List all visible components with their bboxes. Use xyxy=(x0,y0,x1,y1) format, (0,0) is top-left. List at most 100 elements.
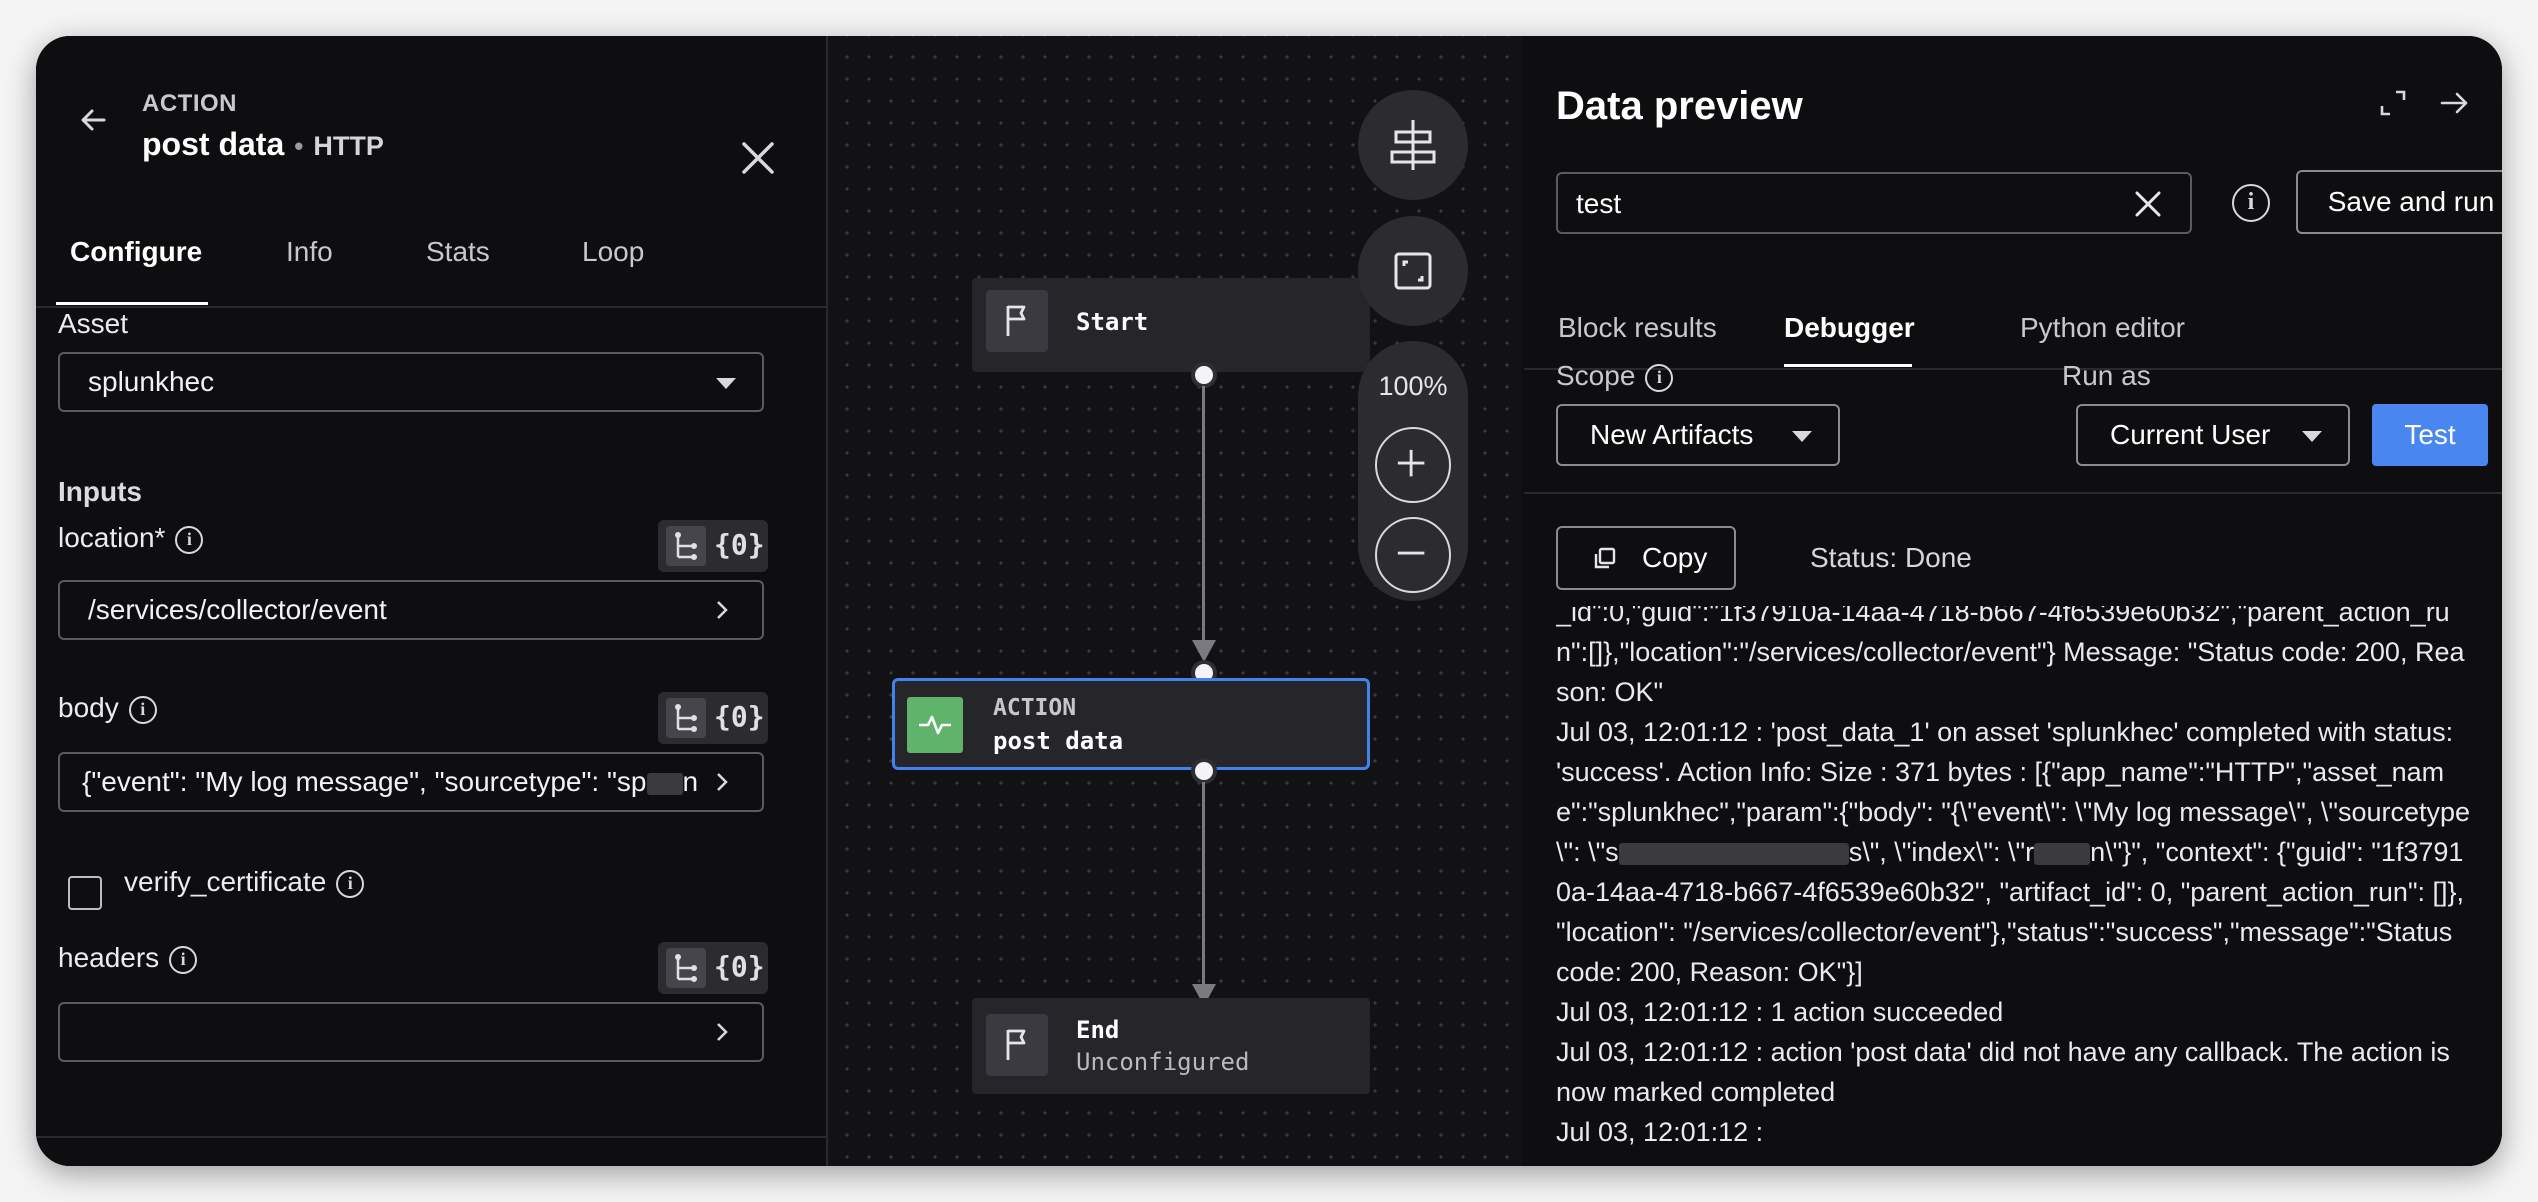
scope-label-text: Scope xyxy=(1556,360,1636,391)
chevron-right-icon xyxy=(717,773,728,791)
log-line: Jul 03, 12:01:12 : 'post_data_1' on asse… xyxy=(1556,712,2472,992)
tab-block-results[interactable]: Block results xyxy=(1558,312,1717,343)
location-tools: {0} xyxy=(658,520,768,572)
tab-python-editor[interactable]: Python editor xyxy=(2020,312,2185,343)
inputs-heading: Inputs xyxy=(58,476,142,507)
body-value: {"event": "My log message", "sourcetype"… xyxy=(82,766,647,797)
datapath-tree-icon[interactable] xyxy=(666,948,706,988)
headers-field[interactable] xyxy=(58,1002,764,1062)
redacted-mask xyxy=(1618,842,1849,865)
fit-screen-icon xyxy=(1394,252,1432,290)
log-line-part: Jul 03, 12:01:12 : 'post_data_1' on asse… xyxy=(1556,717,2471,867)
edge-start-action xyxy=(1202,386,1205,648)
start-output-port[interactable] xyxy=(1191,362,1217,388)
body-label-text: body xyxy=(58,692,119,723)
action-node-post-data[interactable]: ACTION post data xyxy=(892,678,1370,770)
zoom-in-button[interactable] xyxy=(1375,427,1451,503)
tab-stats[interactable]: Stats xyxy=(426,236,490,267)
verify-label-text: verify_certificate xyxy=(124,866,327,897)
test-button[interactable]: Test xyxy=(2372,404,2488,466)
redacted-mask xyxy=(2034,842,2091,865)
config-tabs: Configure Info Stats Loop xyxy=(36,206,826,308)
save-and-run-button[interactable]: Save and run xyxy=(2296,170,2502,234)
run-as-value: Current User xyxy=(2110,419,2271,450)
location-value: /services/collector/event xyxy=(88,594,387,625)
back-arrow-icon[interactable] xyxy=(72,98,116,142)
end-node[interactable]: End Unconfigured xyxy=(972,998,1370,1094)
log-line-part: n\"}", "context": {"guid": "1f37910a-14a… xyxy=(1556,837,2465,987)
redacted-mask xyxy=(646,772,683,795)
parameter-braces-button[interactable]: {0} xyxy=(714,528,765,561)
app-window: ACTION post data•HTTP Configure Info Sta… xyxy=(36,36,2502,1166)
minus-icon xyxy=(1397,551,1425,555)
arrow-right-icon[interactable] xyxy=(2438,86,2472,120)
datapath-tree-icon[interactable] xyxy=(666,698,706,738)
plus-icon xyxy=(1397,449,1425,477)
data-preview-panel: Data preview i Save and run Block result… xyxy=(1524,36,2502,1166)
asset-value: splunkhec xyxy=(88,366,215,397)
test-input[interactable] xyxy=(1574,180,2098,228)
tab-info[interactable]: Info xyxy=(286,236,333,267)
activity-icon xyxy=(907,697,963,753)
caret-down-icon xyxy=(1792,431,1812,442)
info-icon[interactable]: i xyxy=(2232,184,2270,222)
active-tab-indicator xyxy=(1784,364,1912,367)
block-name: post data xyxy=(142,126,285,162)
parameter-braces-button[interactable]: {0} xyxy=(714,950,765,983)
body-value-tail: n xyxy=(682,766,699,797)
close-icon[interactable] xyxy=(736,136,780,180)
copy-button[interactable]: Copy xyxy=(1556,526,1736,590)
run-as-select[interactable]: Current User xyxy=(2076,404,2350,466)
body-tools: {0} xyxy=(658,692,768,744)
flag-icon xyxy=(986,1014,1048,1076)
divider xyxy=(36,1136,826,1138)
align-icon xyxy=(1390,120,1436,170)
block-app: HTTP xyxy=(313,131,384,161)
body-field[interactable]: {"event": "My log message", "sourcetype"… xyxy=(58,752,764,812)
clear-icon[interactable] xyxy=(2132,188,2164,220)
datapath-tree-icon[interactable] xyxy=(666,526,706,566)
tab-loop[interactable]: Loop xyxy=(582,236,645,267)
action-title: post data xyxy=(993,727,1124,755)
info-icon[interactable]: i xyxy=(336,869,365,898)
test-input-field[interactable] xyxy=(1556,172,2192,234)
fit-view-button[interactable] xyxy=(1358,216,1468,326)
info-icon[interactable]: i xyxy=(128,695,157,724)
block-kicker: ACTION xyxy=(142,90,237,117)
log-line: Jul 03, 12:01:12 : action 'post data' di… xyxy=(1556,1037,2450,1107)
run-status: Status: Done xyxy=(1810,542,1972,573)
caret-down-icon xyxy=(716,378,736,389)
tab-configure[interactable]: Configure xyxy=(70,236,203,267)
expand-icon[interactable] xyxy=(2376,86,2410,120)
info-icon[interactable]: i xyxy=(169,945,198,974)
scope-select[interactable]: New Artifacts xyxy=(1556,404,1840,466)
zoom-out-button[interactable] xyxy=(1375,517,1451,593)
chevron-right-icon xyxy=(717,601,728,619)
parameter-braces-button[interactable]: {0} xyxy=(714,700,765,733)
location-label: location*i xyxy=(58,522,204,554)
run-as-label: Run as xyxy=(2062,360,2151,391)
location-field[interactable]: /services/collector/event xyxy=(58,580,764,640)
info-icon[interactable]: i xyxy=(1645,363,1674,392)
start-node[interactable]: Start xyxy=(972,278,1370,372)
auto-layout-button[interactable] xyxy=(1358,90,1468,200)
caret-down-icon xyxy=(2302,431,2322,442)
copy-label: Copy xyxy=(1642,542,1708,573)
panel-title: Data preview xyxy=(1556,84,1803,128)
headers-tools: {0} xyxy=(658,942,768,994)
info-icon[interactable]: i xyxy=(175,525,204,554)
tab-debugger[interactable]: Debugger xyxy=(1784,312,1915,343)
active-tab-indicator xyxy=(56,302,208,305)
verify-certificate-checkbox[interactable] xyxy=(68,876,102,910)
start-label: Start xyxy=(1076,308,1149,336)
playbook-canvas[interactable]: Start ACTION post data End Unconfigured xyxy=(828,36,1522,1166)
asset-select[interactable]: splunkhec xyxy=(58,352,764,412)
debug-log: _id":0,"guid":"1f37910a-14aa-4718-b667-4… xyxy=(1556,606,2472,1166)
scope-value: New Artifacts xyxy=(1590,419,1754,450)
log-line-part: s\", \"index\": \"r xyxy=(1848,837,2035,867)
action-output-port[interactable] xyxy=(1191,758,1217,784)
preview-tabs: Block results Debugger Python editor xyxy=(1524,272,2502,370)
divider xyxy=(1524,492,2502,494)
config-panel: ACTION post data•HTTP Configure Info Sta… xyxy=(36,36,828,1166)
